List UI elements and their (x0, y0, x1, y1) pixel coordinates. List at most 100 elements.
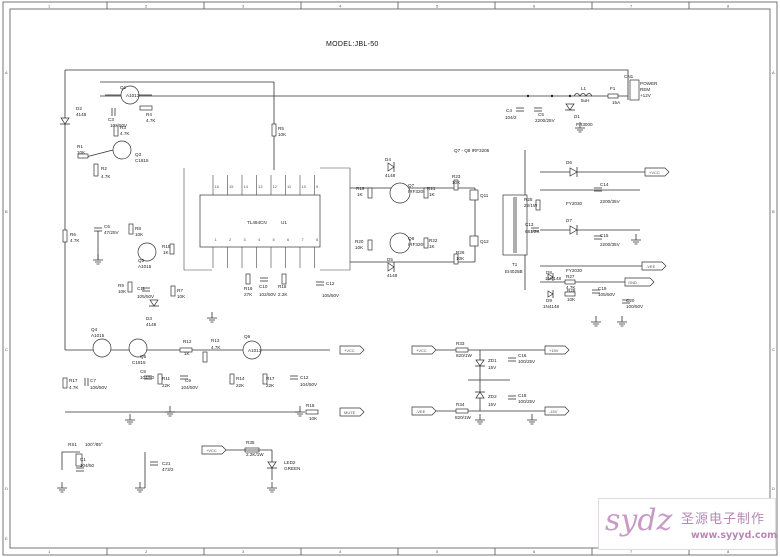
resistor-r7 (170, 285, 176, 297)
diode-d7 (569, 225, 578, 235)
c18-value: 100/25V (518, 399, 536, 404)
c21-value: 473/2 (162, 467, 174, 472)
d4-label: D4 (385, 157, 391, 162)
r9-value: 10K (118, 289, 127, 294)
transistor-q1 (105, 85, 152, 105)
c14-label: C14 (600, 182, 609, 187)
capacitor-c5 (534, 107, 542, 112)
capacitor-c4 (516, 107, 524, 112)
q12-label: Q12 (480, 239, 489, 244)
r27-label: R27 (566, 274, 575, 279)
frame-right-row-A: A (772, 70, 775, 75)
c10-label: C10 (259, 284, 268, 289)
ground-symbols (57, 122, 641, 493)
resistor-r8 (128, 223, 134, 235)
frame-top-col-2: 2 (145, 4, 148, 9)
frame-left-row-C: C (5, 347, 8, 352)
frame-bottom-col-2: 2 (145, 549, 148, 554)
f1-label: F1 (610, 86, 616, 91)
watermark-logo: sydz 圣源电子制作 www.syyyd.com (598, 498, 777, 550)
r17-right-label: R17 (266, 376, 275, 381)
c3-top-value: 102/50V (110, 123, 128, 128)
ic-pin-7: 7 (302, 237, 305, 242)
r3-value: 4.7K (120, 131, 130, 136)
r12-value: 1K (184, 351, 191, 356)
capacitor-c7 (84, 378, 89, 386)
diode-d4 (387, 162, 395, 172)
resistor-r26 (453, 253, 459, 265)
r2-label: R2 (101, 166, 107, 171)
r9-label: R9 (118, 283, 124, 288)
ic-pin-11: 11 (287, 184, 292, 189)
frame-right-row-B: B (772, 209, 775, 214)
c3-top-label: C3 (108, 117, 114, 122)
ic-pin-10: 10 (302, 184, 307, 189)
r33-label: R33 (456, 341, 465, 346)
d4-value: 4148 (385, 173, 396, 178)
net-m15v-tag: -15V (549, 409, 558, 414)
resistor-r13 (202, 351, 208, 363)
ground-symbol (93, 254, 103, 265)
r2-value: 4.7K (101, 174, 111, 179)
q2-label: Q2 (138, 258, 145, 263)
resistor-r20 (367, 239, 373, 251)
r19-value: 1K (357, 192, 364, 197)
resistor-r22 (423, 237, 429, 249)
resistor-r3 (113, 125, 119, 137)
capacitor-c8 (144, 375, 152, 380)
ic-u1 (183, 167, 351, 271)
d6-label: D6 (566, 160, 572, 165)
ground-symbol (575, 122, 585, 133)
r15-label: R15 (162, 244, 171, 249)
resistor-r16 (245, 273, 251, 285)
capacitor-c18 (508, 395, 516, 400)
capacitor-c10 (260, 277, 268, 282)
d8-value: 1N4148 (545, 276, 562, 281)
transistor-q8 (389, 232, 411, 254)
r20-value: 10K (355, 245, 364, 250)
zd2-value: 15V (488, 402, 497, 407)
q5-type: C1815 (132, 360, 146, 365)
r15-value: 1K (163, 250, 170, 255)
c16-label: C16 (518, 353, 527, 358)
r1-label: R1 (77, 144, 83, 149)
d1-label: D1 (574, 114, 580, 119)
frame-top-col-8: 8 (727, 4, 730, 9)
d1-value: PR3000 (576, 122, 593, 127)
output-wires (540, 171, 645, 283)
r23-label: R23 (452, 174, 461, 179)
net-vcc-tag-2: +VCC (416, 348, 427, 353)
mosfet-q11 (469, 189, 479, 201)
frame-bottom-col-8: 8 (727, 549, 730, 554)
c8-value: 104/50 (140, 375, 154, 380)
frame-left-row-B: B (5, 209, 8, 214)
ground-symbol (527, 414, 537, 425)
connector-cn1 (629, 79, 640, 101)
c11-value: 105/50V (137, 294, 155, 299)
r25-value: 22/1W (524, 203, 538, 208)
model-title: MODEL:JBL-50 (326, 41, 379, 48)
resistor-r27 (564, 279, 576, 285)
c11-label: C11 (137, 286, 146, 291)
resistor-r33 (455, 347, 469, 353)
net-vcc-tag-3: +VCC (649, 170, 660, 175)
r14-label: R14 (236, 376, 245, 381)
t1-label: T1 (512, 262, 518, 267)
ic-code: U1 (281, 220, 287, 225)
capacitor-c9 (180, 375, 188, 380)
d7-label: D7 (566, 218, 572, 223)
r16-value: 27K (244, 292, 253, 297)
frame-left-row-D: D (5, 486, 8, 491)
r8-value: 10K (135, 232, 144, 237)
mosfet-note: Q7 - Q8 IRF3205 (454, 148, 490, 153)
c19-label: C19 (598, 286, 607, 291)
ground-symbol (591, 316, 601, 327)
diode-d2 (60, 117, 70, 125)
resistor-r15 (169, 243, 175, 255)
capacitor-c13 (531, 227, 539, 232)
r22-label: R22 (429, 238, 438, 243)
resistor-r4 (139, 105, 153, 111)
logo-mark: sydz (605, 503, 673, 538)
resistor-r5 (271, 123, 277, 137)
diode-d6 (569, 167, 578, 177)
